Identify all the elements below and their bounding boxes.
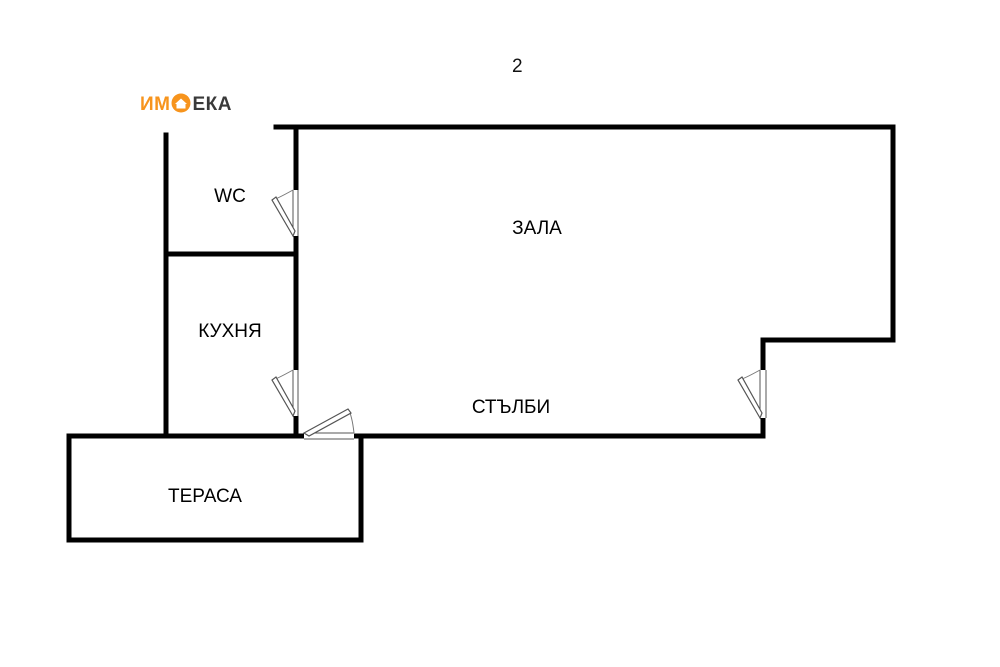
logo-text-part1: ИМ bbox=[140, 94, 171, 115]
imoteka-logo: ИМ ЕКА bbox=[140, 93, 232, 119]
stairs-door bbox=[737, 369, 768, 420]
room-label-hall: ЗАЛА bbox=[512, 218, 562, 239]
kitchen-door bbox=[271, 369, 300, 418]
wc-door bbox=[271, 189, 300, 238]
house-icon bbox=[170, 93, 192, 119]
room-label-kitchen: КУХНЯ bbox=[198, 321, 261, 342]
room-label-stairs: СТЪЛБИ bbox=[472, 397, 550, 418]
hall-walls bbox=[273, 124, 896, 439]
terrace-door bbox=[302, 408, 355, 441]
logo-text-part2: ЕКА bbox=[192, 94, 232, 115]
terrace-walls bbox=[66, 433, 364, 543]
page-number: 2 bbox=[512, 56, 523, 77]
room-label-wc: WC bbox=[214, 186, 246, 207]
room-label-terrace: ТЕРАСА bbox=[168, 486, 242, 507]
